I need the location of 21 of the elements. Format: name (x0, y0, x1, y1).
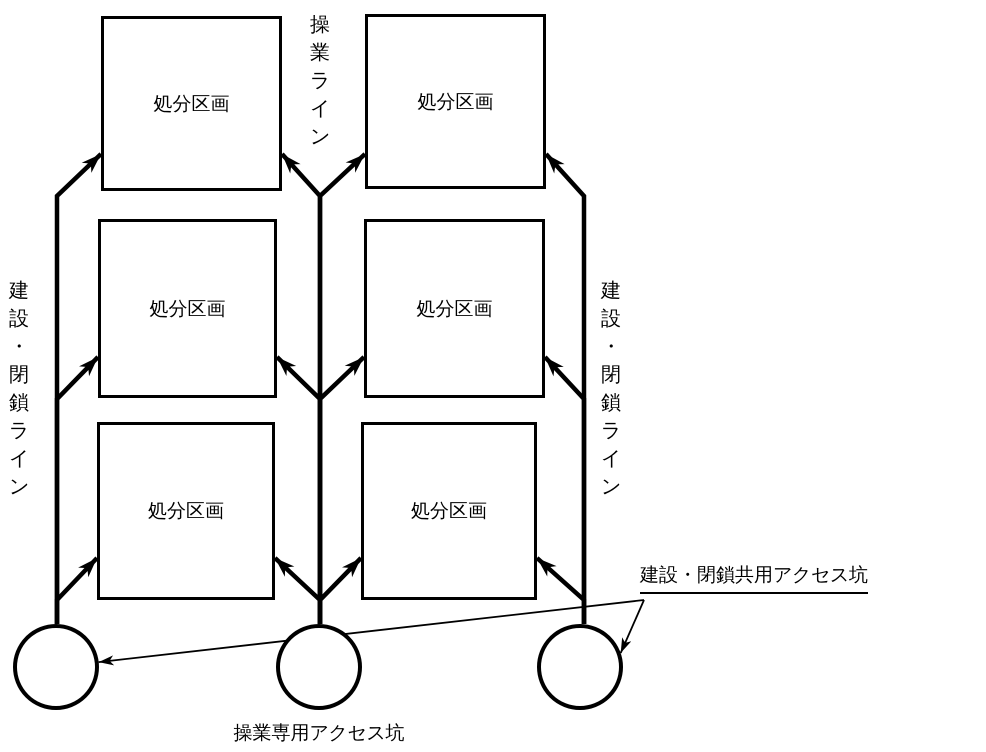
panel-label: 処分区画 (418, 90, 494, 114)
leader-line (620, 600, 645, 654)
arrow (536, 556, 586, 624)
panel-label: 処分区画 (411, 499, 487, 524)
line-label: 建設・閉鎖ライン (8, 277, 30, 500)
disposal-panel-box (97, 422, 275, 600)
panel-label: 処分区画 (150, 296, 226, 322)
panel-label: 処分区画 (416, 296, 492, 322)
arrow (54, 556, 99, 624)
disposal-panel-box (361, 422, 537, 600)
disposal-panel-box (98, 219, 277, 398)
panel-label: 処分区画 (154, 92, 230, 116)
disposal-panel-box (364, 219, 545, 398)
line-label: 建設・閉鎖ライン (600, 277, 622, 500)
disposal-panel-box (365, 14, 546, 189)
shaft-caption: 操業専用アクセス坑 (234, 721, 404, 746)
callout-text: 建設・閉鎖共用アクセス坑 (640, 562, 868, 594)
panel-label: 処分区画 (148, 499, 224, 524)
leader-line (98, 599, 644, 666)
disposal-panel-box (101, 16, 282, 191)
line-label: 操業ライン (309, 11, 331, 150)
